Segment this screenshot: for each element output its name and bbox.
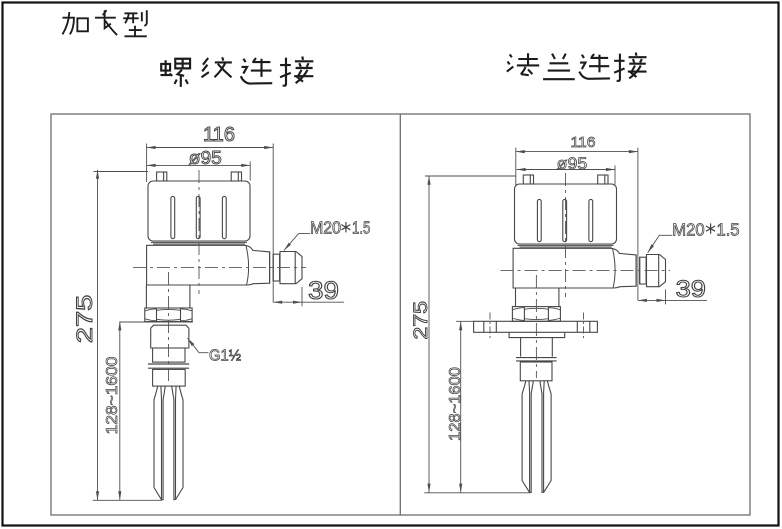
- svg-text:128~1600: 128~1600: [447, 367, 464, 441]
- svg-text:128~1600: 128~1600: [104, 356, 121, 434]
- svg-text:G1½: G1½: [209, 348, 241, 365]
- svg-text:275: 275: [411, 301, 432, 340]
- svg-text:ø95: ø95: [557, 155, 588, 173]
- svg-text:39: 39: [308, 277, 339, 305]
- svg-text:116: 116: [203, 124, 235, 146]
- svg-text:M20: M20: [672, 219, 705, 239]
- svg-text:116: 116: [571, 134, 596, 151]
- svg-text:1.5: 1.5: [717, 219, 740, 239]
- svg-text:39: 39: [676, 276, 706, 303]
- svg-text:ø95: ø95: [189, 147, 222, 168]
- svg-text:275: 275: [72, 295, 97, 344]
- svg-text:1.5: 1.5: [352, 218, 370, 238]
- svg-text:M20: M20: [310, 218, 341, 238]
